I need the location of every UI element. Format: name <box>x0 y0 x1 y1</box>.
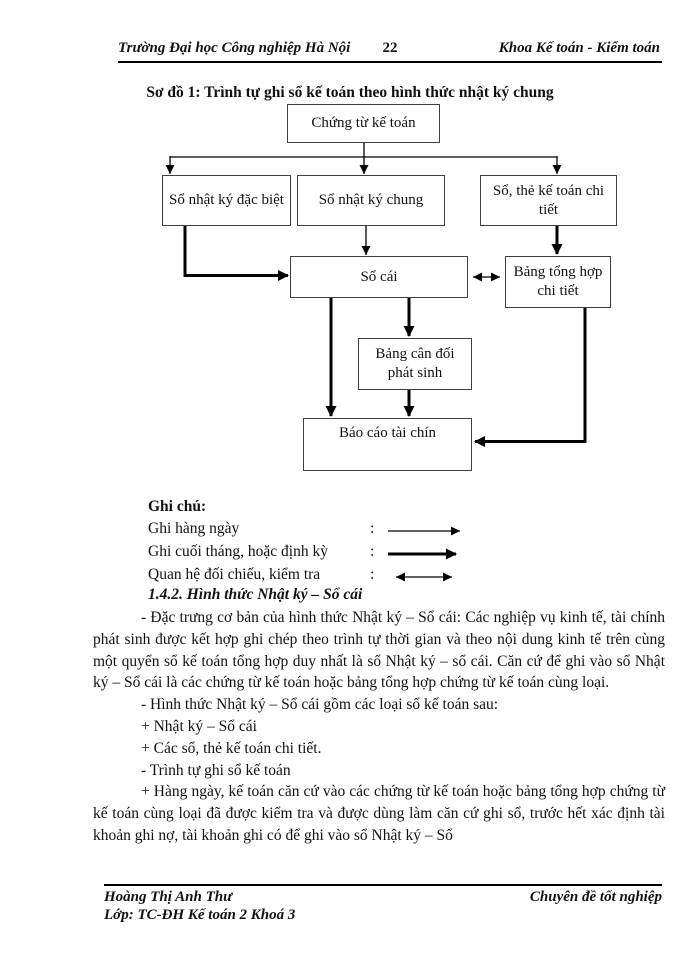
thin-right-arrow-icon <box>388 526 460 536</box>
footer-class: Lớp: TC-ĐH Kế toán 2 Khoá 3 <box>104 907 296 923</box>
flow-box-label: Chứng từ kế toán <box>311 115 416 132</box>
flow-box-bang-can-doi-phat-sinh: Bảng cân đối phát sinh <box>358 338 472 390</box>
flow-box-label: Bảng cân đối phát sinh <box>375 346 455 381</box>
flow-box-label: Sổ nhật ký đặc biệt <box>169 192 284 209</box>
paragraph: - Hình thức Nhật ký – Sổ cái gồm các loạ… <box>141 696 499 714</box>
flow-box-bang-tong-hop-chi-tiet: Bảng tổng hợp chi tiết <box>505 256 611 308</box>
paragraph: + Nhật ký – Sổ cái <box>141 717 257 735</box>
legend-separator: : <box>370 520 375 537</box>
diagram-title: Sơ đồ 1: Trình tự ghi sổ kế toán theo hì… <box>146 84 554 101</box>
legend-label: Ghi cuối tháng, hoặc định kỳ <box>148 543 328 560</box>
flow-box-so-nhat-ky-dac-biet: Sổ nhật ký đặc biệt <box>162 175 291 226</box>
paragraph: - Trình tự ghi sổ kế toán <box>141 761 291 779</box>
legend-separator: : <box>370 566 375 583</box>
legend-title: Ghi chú: <box>148 498 207 515</box>
flow-box-label: Sổ nhật ký chung <box>318 192 424 209</box>
thick-right-arrow-icon <box>388 548 457 560</box>
arrow-bang-tong-hop-to-bao-cao <box>474 308 587 447</box>
arrow-dac-biet-to-so-cai <box>183 226 289 281</box>
double-headed-arrow-icon <box>396 572 452 582</box>
footer-author: Hoàng Thị Anh Thư <box>104 889 233 905</box>
flow-box-chung-tu-ke-toan: Chứng từ kế toán <box>287 104 440 143</box>
section-heading: 1.4.2. Hình thức Nhật ký – Sổ cái <box>148 586 363 603</box>
legend-label: Quan hệ đối chiếu, kiểm tra <box>148 566 321 583</box>
paragraph: + Các sổ, thẻ kế toán chi tiết. <box>141 739 322 757</box>
body-text: - Đặc trưng cơ bản của hình thức Nhật ký… <box>93 607 665 847</box>
header-department: Khoa Kế toán - Kiểm toán <box>498 40 660 56</box>
flow-box-so-the-ke-toan-chi-tiet: Sổ, thẻ kế toán chi tiết <box>480 175 617 226</box>
legend-separator: : <box>370 543 375 560</box>
flow-box-so-cai: Sổ cái <box>290 256 468 298</box>
flow-box-label: Bảng tổng hợp chi tiết <box>513 264 603 299</box>
legend-label: Ghi hàng ngày <box>148 520 240 537</box>
flow-box-label: Sổ, thẻ kế toán chi tiết <box>492 182 605 218</box>
header-institution: Trường Đại học Công nghiệp Hà Nội <box>118 40 351 56</box>
flow-box-so-nhat-ky-chung: Sổ nhật ký chung <box>297 175 445 226</box>
header-page-number: 22 <box>382 40 398 56</box>
paragraph: + Hàng ngày, kế toán căn cứ vào các chứn… <box>93 783 665 844</box>
footer-right: Chuyên đề tốt nghiệp <box>529 889 662 905</box>
page-footer: Hoàng Thị Anh Thư Lớp: TC-ĐH Kế toán 2 K… <box>104 884 662 923</box>
page-header: Trường Đại học Công nghiệp Hà Nội 22 Kho… <box>118 40 662 63</box>
flow-box-label: Báo cáo tài chín <box>338 425 437 441</box>
flow-box-bao-cao-tai-chinh: Báo cáo tài chín <box>303 418 472 471</box>
paragraph: - Đặc trưng cơ bản của hình thức Nhật ký… <box>93 609 665 692</box>
flow-box-label: Sổ cái <box>360 268 398 285</box>
